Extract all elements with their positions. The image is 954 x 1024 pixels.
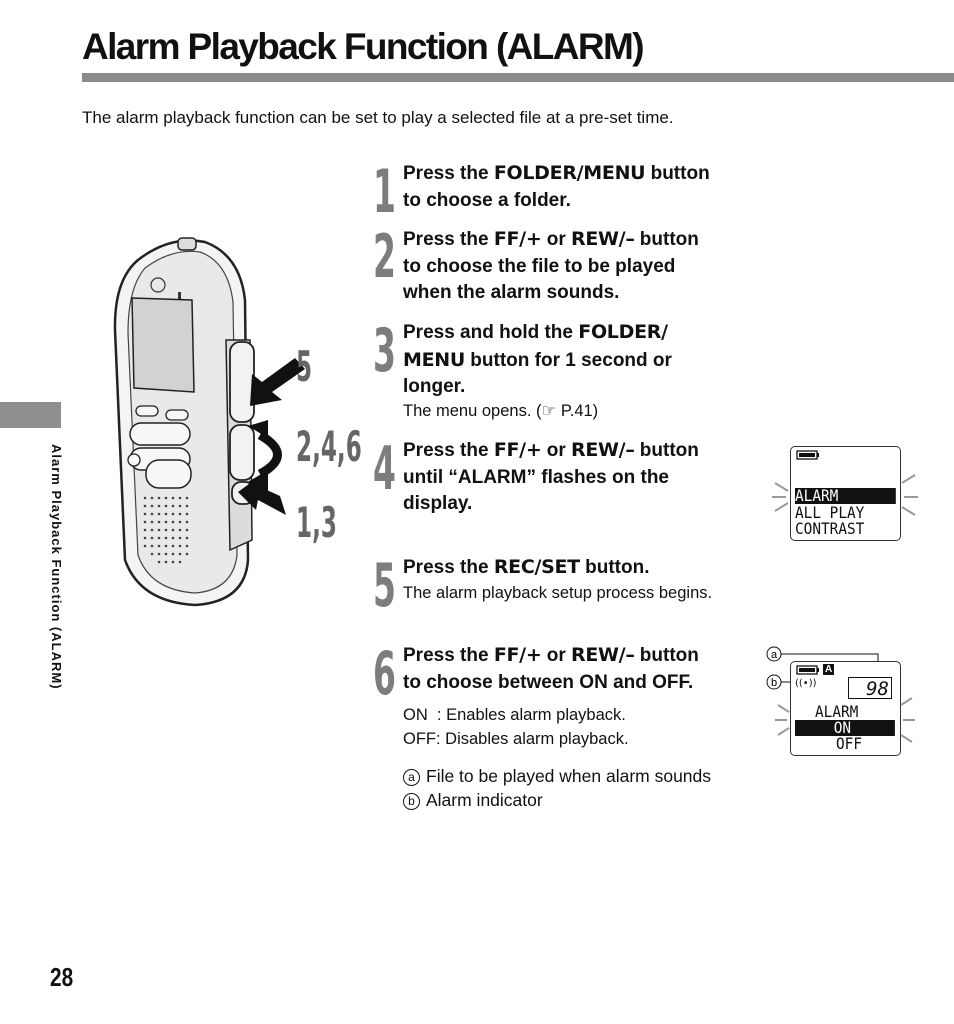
page-number: 28 bbox=[50, 962, 74, 992]
svg-text:b: b bbox=[771, 677, 777, 689]
step-number: 5 bbox=[373, 551, 396, 621]
step-number: 4 bbox=[373, 434, 396, 504]
step-number: 6 bbox=[373, 639, 396, 709]
button-name: FF/+ bbox=[493, 644, 542, 666]
lcd-menu-alarm: ALARM bbox=[815, 702, 859, 721]
step-2-text: Press the FF/+ or REW/– button to choose… bbox=[403, 228, 699, 303]
step-5-text: Press the REC/SET button. bbox=[403, 556, 650, 578]
step-5-note: The alarm playback setup process begins. bbox=[403, 584, 713, 602]
step-4-text: Press the FF/+ or REW/– button until “AL… bbox=[403, 439, 699, 514]
lcd2-flash-marks bbox=[775, 697, 915, 743]
lcd-menu-alarm: ALARM bbox=[795, 488, 896, 504]
intro-text: The alarm playback function can be set t… bbox=[82, 108, 674, 127]
button-name: REW/– bbox=[571, 439, 635, 461]
lcd-menu-all-play: ALL PLAY bbox=[795, 503, 865, 522]
step-1-text: Press the FOLDER/MENU button to choose a… bbox=[403, 162, 710, 211]
recorder-illustration bbox=[113, 237, 305, 607]
step-number: 2 bbox=[373, 222, 396, 292]
button-name: REC/SET bbox=[493, 556, 580, 578]
lcd-option-on: ON bbox=[795, 720, 895, 736]
battery-icon bbox=[796, 665, 819, 675]
button-name: MENU bbox=[403, 348, 466, 371]
button-name: FF/+ bbox=[493, 439, 542, 461]
lcd-display-menu: ALARM ALL PLAY CONTRAST bbox=[790, 446, 901, 541]
battery-icon bbox=[796, 450, 819, 460]
step-6-text: Press the FF/+ or REW/– button to choose… bbox=[403, 644, 699, 693]
button-name: FOLDER/ bbox=[578, 321, 668, 343]
step-number: 1 bbox=[373, 157, 396, 227]
button-name: FF/+ bbox=[493, 228, 542, 250]
step-3-text: Press and hold the FOLDER/ MENU button f… bbox=[403, 321, 672, 397]
callout-mark: b bbox=[403, 793, 420, 810]
step-3-note: The menu opens. (☞ P.41) bbox=[403, 402, 599, 420]
lcd-menu-contrast: CONTRAST bbox=[795, 519, 865, 538]
option-on: ON : Enables alarm playback. bbox=[403, 706, 626, 724]
lcd-file-number: 98 bbox=[848, 677, 892, 700]
section-tab bbox=[0, 402, 61, 428]
folder-indicator: A bbox=[823, 664, 835, 675]
button-name: REW/– bbox=[571, 228, 635, 250]
callout-mark: a bbox=[403, 769, 420, 786]
svg-text:a: a bbox=[771, 649, 778, 661]
lcd-display-alarm: A ((•)) 98 ALARM ON OFF bbox=[790, 661, 901, 756]
button-name: REW/– bbox=[571, 644, 635, 666]
lcd2-callout-lines: a b bbox=[766, 646, 879, 690]
alarm-indicator-icon: ((•)) bbox=[795, 678, 817, 689]
step-label-5: 5 bbox=[296, 342, 313, 391]
side-section-label: Alarm Playback Function (ALARM) bbox=[49, 444, 64, 690]
step-label-2-4-6: 2,4,6 bbox=[296, 422, 362, 471]
title-rule bbox=[82, 73, 954, 82]
button-name: FOLDER/MENU bbox=[493, 162, 646, 184]
step-label-1-3: 1,3 bbox=[296, 498, 337, 547]
step-number: 3 bbox=[373, 316, 396, 386]
page-title: Alarm Playback Function (ALARM) bbox=[82, 26, 645, 67]
lcd-option-off: OFF bbox=[836, 734, 863, 753]
option-off: OFF: Disables alarm playback. bbox=[403, 730, 629, 748]
